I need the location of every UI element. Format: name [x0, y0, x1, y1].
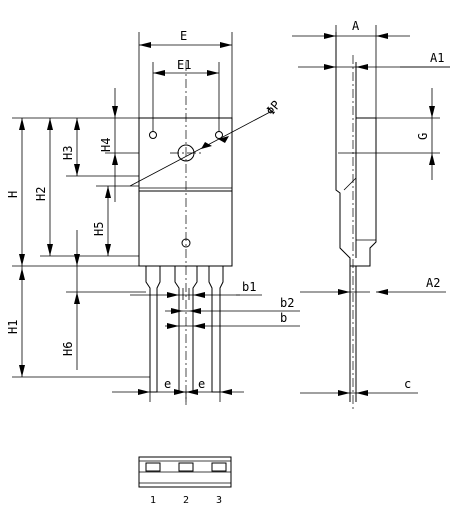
- dim-label-G: G: [416, 133, 430, 140]
- dim-label-A: A: [352, 19, 360, 33]
- pin-label-3: 3: [216, 495, 222, 506]
- dim-label-phiP: ΦP: [263, 98, 283, 118]
- dim-label-E1: E1: [177, 58, 191, 72]
- pin-label-2: 2: [183, 495, 189, 506]
- dim-label-b: b: [280, 311, 287, 325]
- dim-label-b2: b2: [280, 296, 294, 310]
- dim-label-H3: H3: [61, 146, 75, 160]
- dim-label-H: H: [6, 191, 20, 198]
- leads: [145, 266, 224, 393]
- dim-label-A2: A2: [426, 276, 440, 290]
- dim-label-e-left: e: [164, 377, 171, 391]
- dim-label-b1: b1: [242, 280, 256, 294]
- dim-label-H6: H6: [61, 342, 75, 356]
- corner-mark-left: [149, 131, 157, 139]
- pin-layout-view: 1 2 3: [138, 456, 232, 506]
- dim-label-e-right: e: [198, 377, 205, 391]
- dim-label-c: c: [404, 377, 411, 391]
- dim-label-E: E: [180, 29, 187, 43]
- pin-label-1: 1: [150, 495, 156, 506]
- side-body-profile: [335, 32, 377, 267]
- dim-label-H1: H1: [6, 320, 20, 334]
- dim-label-H5: H5: [92, 222, 106, 236]
- package-body: [138, 117, 233, 267]
- front-view: E E1 ΦP H H1 H2 H3 H4: [6, 29, 300, 405]
- dim-label-A1: A1: [430, 51, 444, 65]
- side-view: A A1 G A2 c: [292, 19, 450, 410]
- dim-label-H2: H2: [34, 187, 48, 201]
- dim-label-H4: H4: [99, 138, 113, 152]
